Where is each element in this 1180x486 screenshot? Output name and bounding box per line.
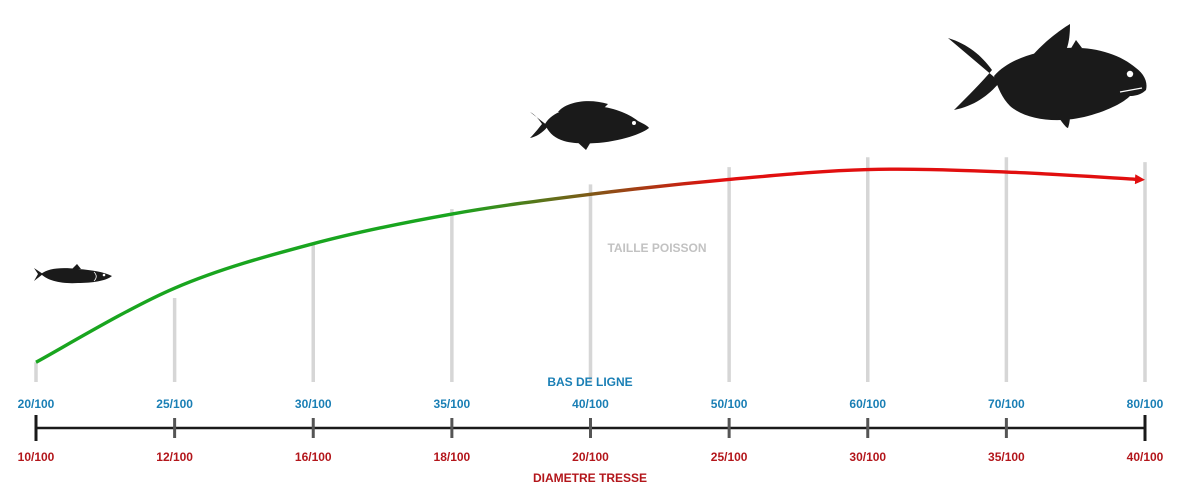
bas-de-ligne-tick-label: 35/100: [434, 397, 471, 411]
medium-fish-icon: [530, 101, 649, 150]
xlabel-bas-de-ligne: BAS DE LIGNE: [547, 375, 632, 389]
diametre-tresse-tick-label: 30/100: [849, 450, 886, 464]
fish-size-bars: [34, 157, 1147, 382]
small-fish-icon: [34, 264, 112, 284]
diametre-tresse-tick-label: 20/100: [572, 450, 609, 464]
diametre-tresse-tick-label: 35/100: [988, 450, 1025, 464]
diametre-tresse-tick-label: 40/100: [1127, 450, 1164, 464]
bas-de-ligne-tick-label: 60/100: [849, 397, 886, 411]
diametre-tresse-tick-label: 16/100: [295, 450, 332, 464]
diametre-tresse-labels: 10/100 12/100 16/100 18/100 20/100 25/100 30/1…: [18, 450, 1164, 464]
bas-de-ligne-tick-label: 80/100: [1127, 397, 1164, 411]
bas-de-ligne-tick-label: 50/100: [711, 397, 748, 411]
diametre-tresse-tick-label: 10/100: [18, 450, 55, 464]
diametre-tresse-tick-label: 18/100: [434, 450, 471, 464]
bas-de-ligne-tick-label: 25/100: [156, 397, 193, 411]
diametre-tresse-tick-label: 25/100: [711, 450, 748, 464]
large-fish-icon: [948, 24, 1147, 128]
bas-de-ligne-tick-label: 40/100: [572, 397, 609, 411]
x-axis: [34, 415, 1147, 441]
bas-de-ligne-tick-label: 70/100: [988, 397, 1025, 411]
diametre-tresse-tick-label: 12/100: [156, 450, 193, 464]
trend-curve: [35, 167, 1145, 364]
bas-de-ligne-tick-label: 30/100: [295, 397, 332, 411]
bas-de-ligne-tick-label: 20/100: [18, 397, 55, 411]
ylabel: TAILLE POISSON: [607, 241, 706, 255]
bas-de-ligne-labels: 20/100 25/100 30/100 35/100 40/100 50/100 60/1…: [18, 397, 1164, 411]
xlabel-diametre-tresse: DIAMETRE TRESSE: [533, 471, 647, 485]
